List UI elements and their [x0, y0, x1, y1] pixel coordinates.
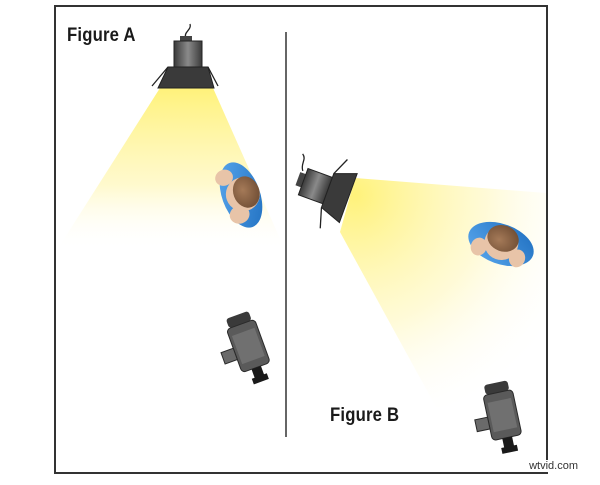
watermark: wtvid.com	[527, 460, 580, 472]
subject-b-hair	[487, 224, 519, 252]
light-a-barn-door	[157, 66, 215, 89]
camera-a-lens	[226, 311, 251, 328]
subject-a	[215, 162, 263, 228]
light-a	[151, 23, 219, 89]
light-b	[295, 153, 358, 229]
figure-a-label: Figure A	[67, 25, 136, 46]
light-a-housing	[173, 40, 203, 68]
camera-b-viewfinder	[474, 416, 491, 433]
camera-a-viewfinder	[220, 347, 238, 365]
camera-b-eyepiece	[502, 436, 515, 449]
subject-b-hand	[470, 237, 487, 256]
light-b-barn-door	[320, 173, 358, 224]
subject-a-hair	[232, 176, 260, 208]
light-b-cap	[295, 172, 306, 188]
subject-b	[468, 221, 534, 268]
camera-b	[474, 380, 522, 454]
camera-a	[220, 311, 270, 385]
figure-b-label: Figure B	[330, 405, 400, 426]
light-b-cable	[301, 153, 305, 172]
light-a-cap	[180, 36, 192, 42]
